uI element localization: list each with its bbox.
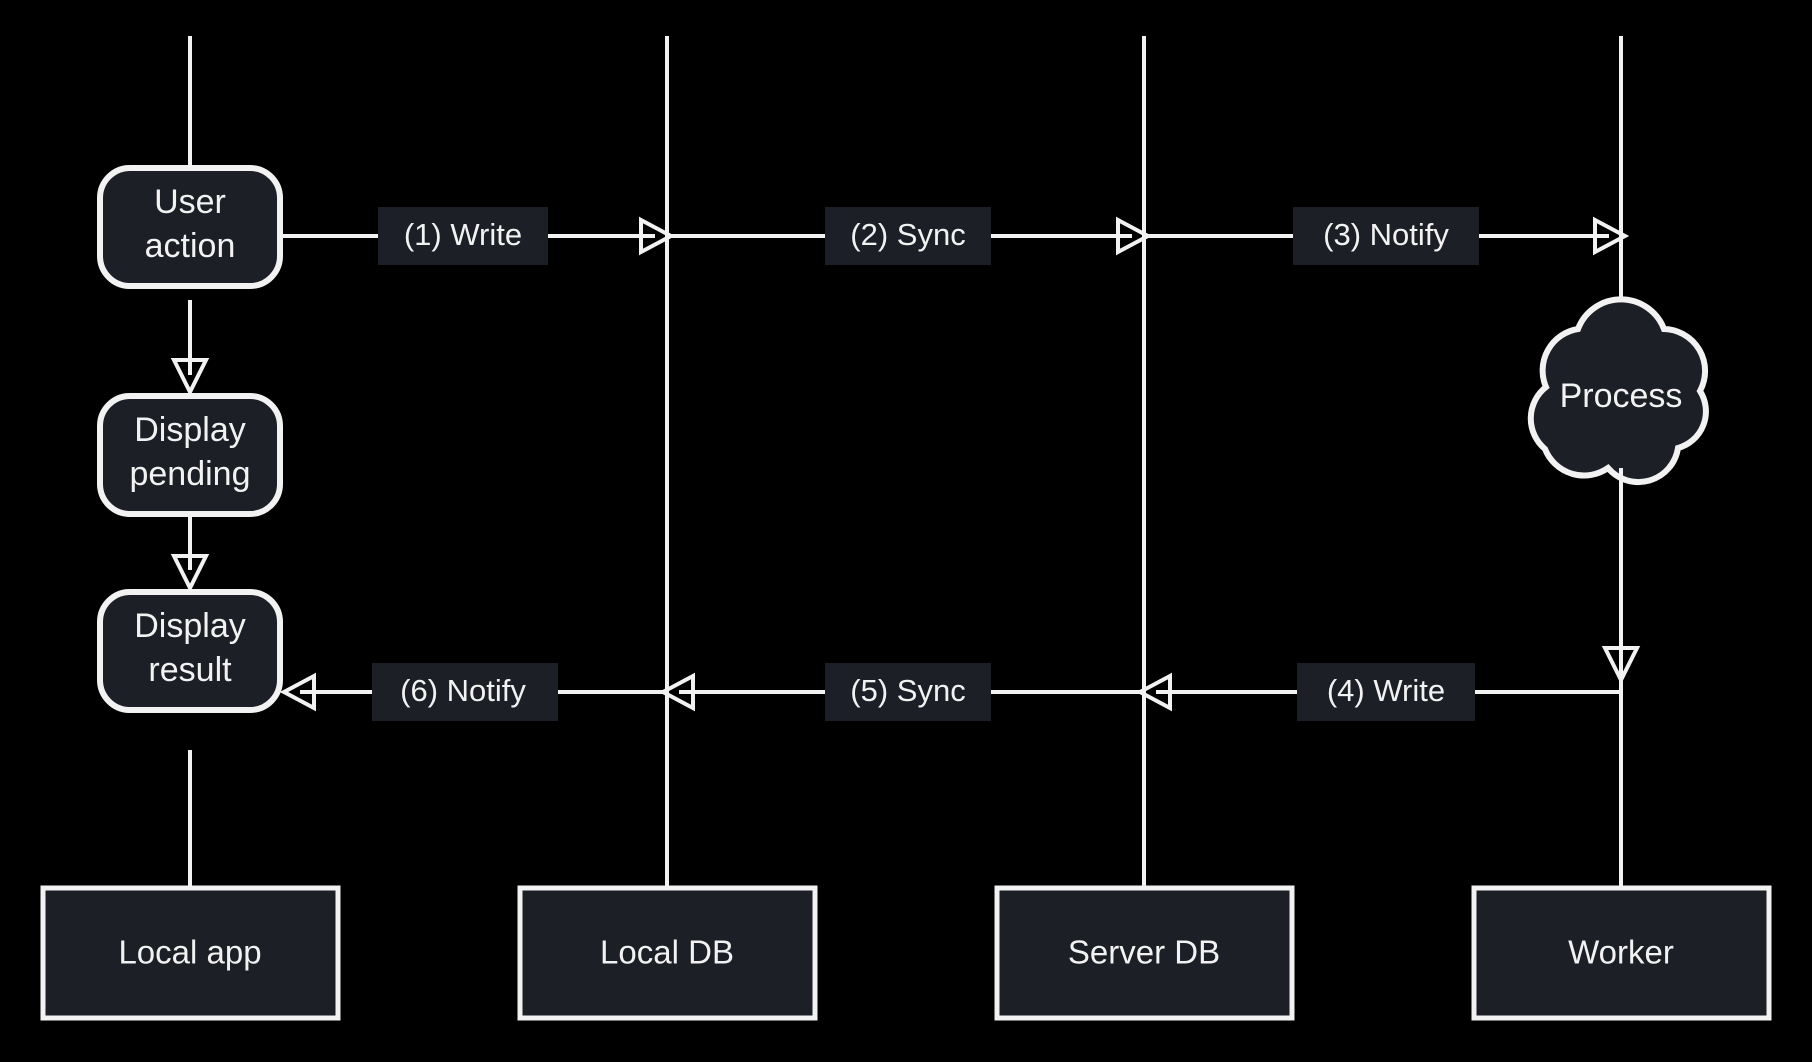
footer-worker-shape [1471,885,1772,1021]
process-to-bottom-connector [1601,468,1641,685]
node-process[interactable]: Process [1527,296,1709,486]
local-app-vertical-connectors [170,300,210,593]
arrowhead-down-worker-return [1601,646,1641,685]
process-cloud-shape [1527,296,1709,486]
footer-worker-label: Worker [1568,934,1674,971]
label-box-msg-1 [378,207,548,265]
label-msg-2: (2) Sync [850,217,965,252]
label-msg-1: (1) Write [404,217,522,252]
arrowhead-down-pending [170,358,210,397]
label-msg-4: (4) Write [1327,673,1445,708]
display-pending-shape [97,393,283,517]
footer-local-app-shape [40,885,341,1021]
display-result-label-line2: result [148,651,232,689]
label-msg-3: (3) Notify [1323,217,1449,252]
node-user-action[interactable]: User action [97,165,283,289]
footer-local-app-label: Local app [118,934,261,971]
arrowhead-left-msg-6 [279,672,316,712]
display-pending-label-line1: Display [134,411,245,449]
user-action-label-line2: action [145,227,236,265]
footer-local-db-label: Local DB [600,934,734,971]
footer-local-db-shape [517,885,818,1021]
node-display-result[interactable]: Display result [97,589,283,713]
message-row-top: (1) Write (2) Sync (3) Notify [280,207,1630,265]
label-box-msg-5 [825,663,991,721]
arrowhead-left-msg-4 [1135,672,1172,712]
arrowhead-down-result [170,554,210,593]
display-result-shape [97,589,283,713]
label-box-msg-3 [1293,207,1479,265]
label-box-msg-2 [825,207,991,265]
footer-server-db-label: Server DB [1068,934,1220,971]
arrowhead-left-msg-5 [658,672,695,712]
arrowhead-right-msg-3 [1593,216,1630,256]
display-result-label-line1: Display [134,607,245,645]
footer-boxes-group: Local app Local DB Server DB Worker [40,885,1772,1021]
label-msg-5: (5) Sync [850,673,965,708]
node-display-pending[interactable]: Display pending [97,393,283,517]
label-box-msg-6 [372,663,558,721]
footer-box-local-db[interactable]: Local DB [517,885,818,1021]
user-action-shape [97,165,283,289]
lifelines-group [188,36,1623,888]
arrowhead-right-msg-1 [639,216,676,256]
footer-server-db-shape [994,885,1295,1021]
arrowhead-right-msg-2 [1116,216,1153,256]
display-pending-label-line2: pending [129,455,250,493]
label-box-msg-4 [1297,663,1475,721]
process-label: Process [1560,377,1683,415]
label-msg-6: (6) Notify [400,673,526,708]
user-action-label-line1: User [154,183,226,221]
footer-box-server-db[interactable]: Server DB [994,885,1295,1021]
message-row-bottom: (4) Write (5) Sync (6) Notify [279,663,1621,721]
footer-box-local-app[interactable]: Local app [40,885,341,1021]
footer-box-worker[interactable]: Worker [1471,885,1772,1021]
